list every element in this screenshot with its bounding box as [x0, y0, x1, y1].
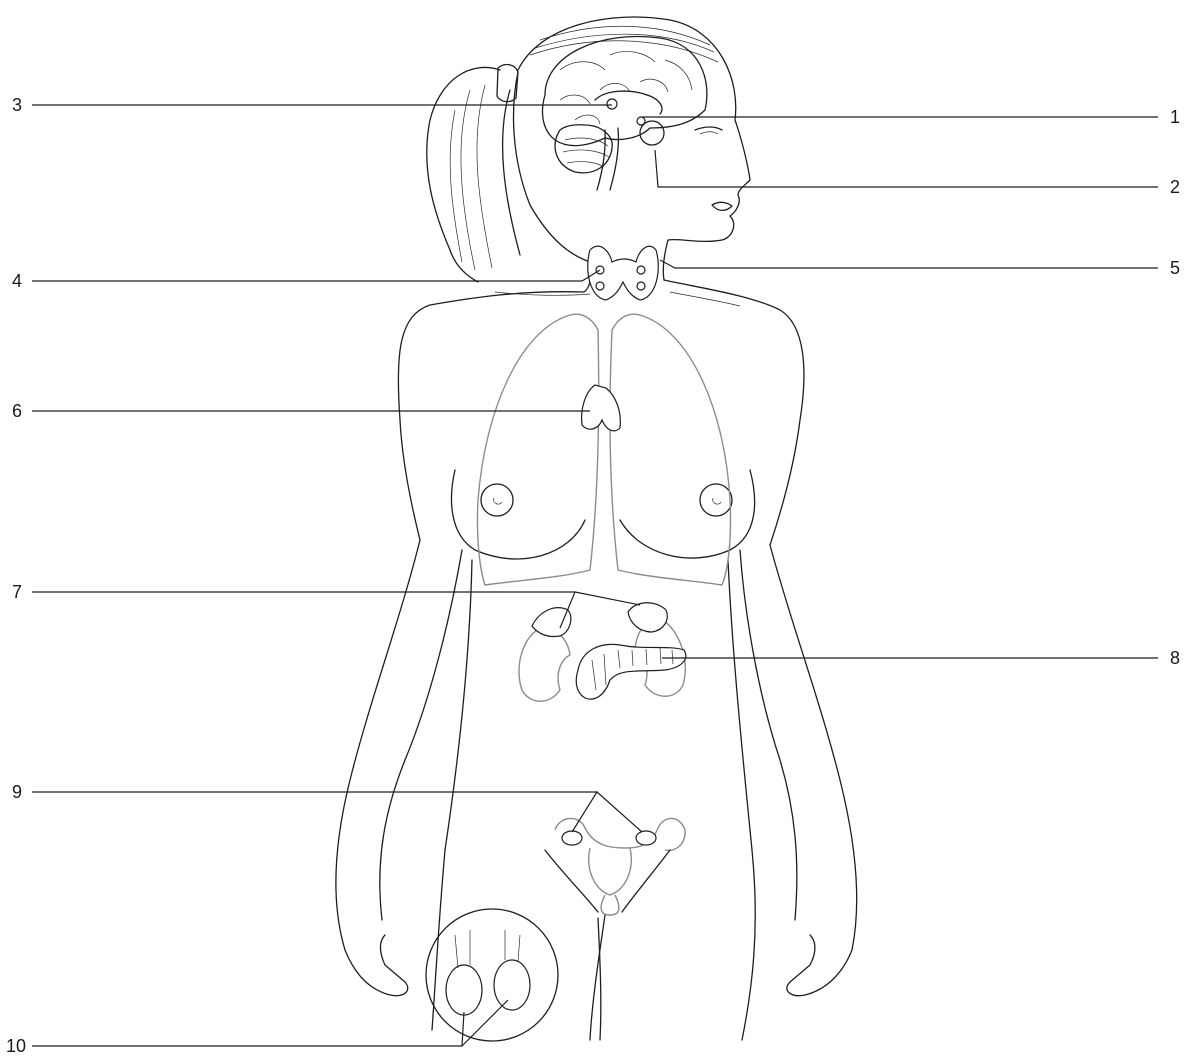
brain [542, 37, 706, 190]
label-3: 3 [12, 96, 22, 114]
thyroid-gland [588, 246, 659, 300]
label-1: 1 [1170, 108, 1180, 126]
label-8: 8 [1170, 649, 1180, 667]
label-9: 9 [12, 783, 22, 801]
label-10: 10 [6, 1037, 26, 1055]
thymus [582, 385, 621, 431]
label-7: 7 [12, 583, 22, 601]
label-4: 4 [12, 272, 22, 290]
testes-inset [426, 909, 558, 1041]
label-5: 5 [1170, 259, 1180, 277]
ovaries-uterus [545, 818, 685, 915]
abdominal-organs [519, 603, 686, 702]
label-6: 6 [12, 402, 22, 420]
lungs [477, 314, 730, 585]
label-2: 2 [1170, 178, 1180, 196]
